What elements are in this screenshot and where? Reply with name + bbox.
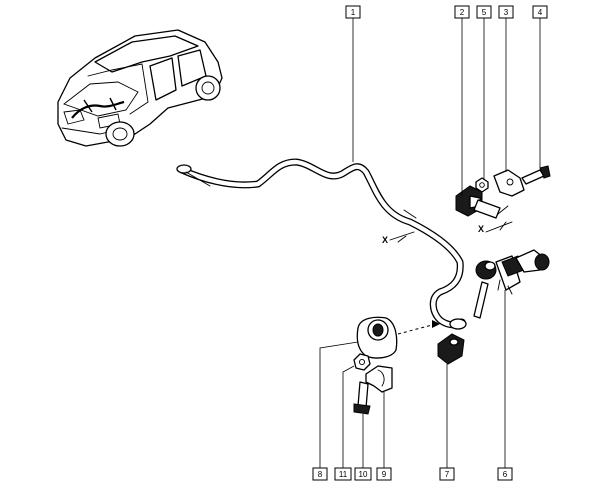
callout-3: 3 [498, 5, 514, 19]
svg-text:7: 7 [445, 470, 450, 479]
assembly-arrow [432, 320, 440, 328]
bush-7 [437, 333, 465, 365]
svg-text:1: 1 [351, 8, 356, 17]
leader-lines [319, 18, 541, 468]
upper-mount-assembly: X [455, 165, 551, 234]
assembly-line [397, 323, 437, 335]
car-illustration [57, 29, 223, 147]
svg-text:6: 6 [503, 470, 508, 479]
anti-roll-bar [176, 158, 467, 330]
x-label-right: X [478, 224, 484, 234]
svg-text:3: 3 [504, 8, 509, 17]
callout-11: 11 [334, 467, 352, 481]
svg-text:11: 11 [339, 470, 348, 479]
link-rod-assembly [473, 249, 550, 319]
callout-5: 5 [476, 5, 492, 19]
callout-6: 6 [497, 467, 513, 481]
callout-10: 10 [354, 467, 372, 481]
section-mark-left: X [382, 209, 417, 245]
callout-4: 4 [532, 5, 548, 19]
svg-text:5: 5 [482, 8, 487, 17]
callout-1: 1 [345, 5, 361, 19]
callout-2: 2 [454, 5, 470, 19]
svg-text:4: 4 [538, 8, 543, 17]
svg-text:8: 8 [318, 470, 323, 479]
svg-text:2: 2 [460, 8, 465, 17]
x-label-left: X [382, 235, 388, 245]
lower-mount-assembly [353, 316, 398, 415]
callout-9: 9 [376, 467, 392, 481]
svg-text:10: 10 [359, 470, 368, 479]
callout-7: 7 [439, 467, 455, 481]
callout-8: 8 [312, 467, 328, 481]
svg-text:9: 9 [382, 470, 387, 479]
